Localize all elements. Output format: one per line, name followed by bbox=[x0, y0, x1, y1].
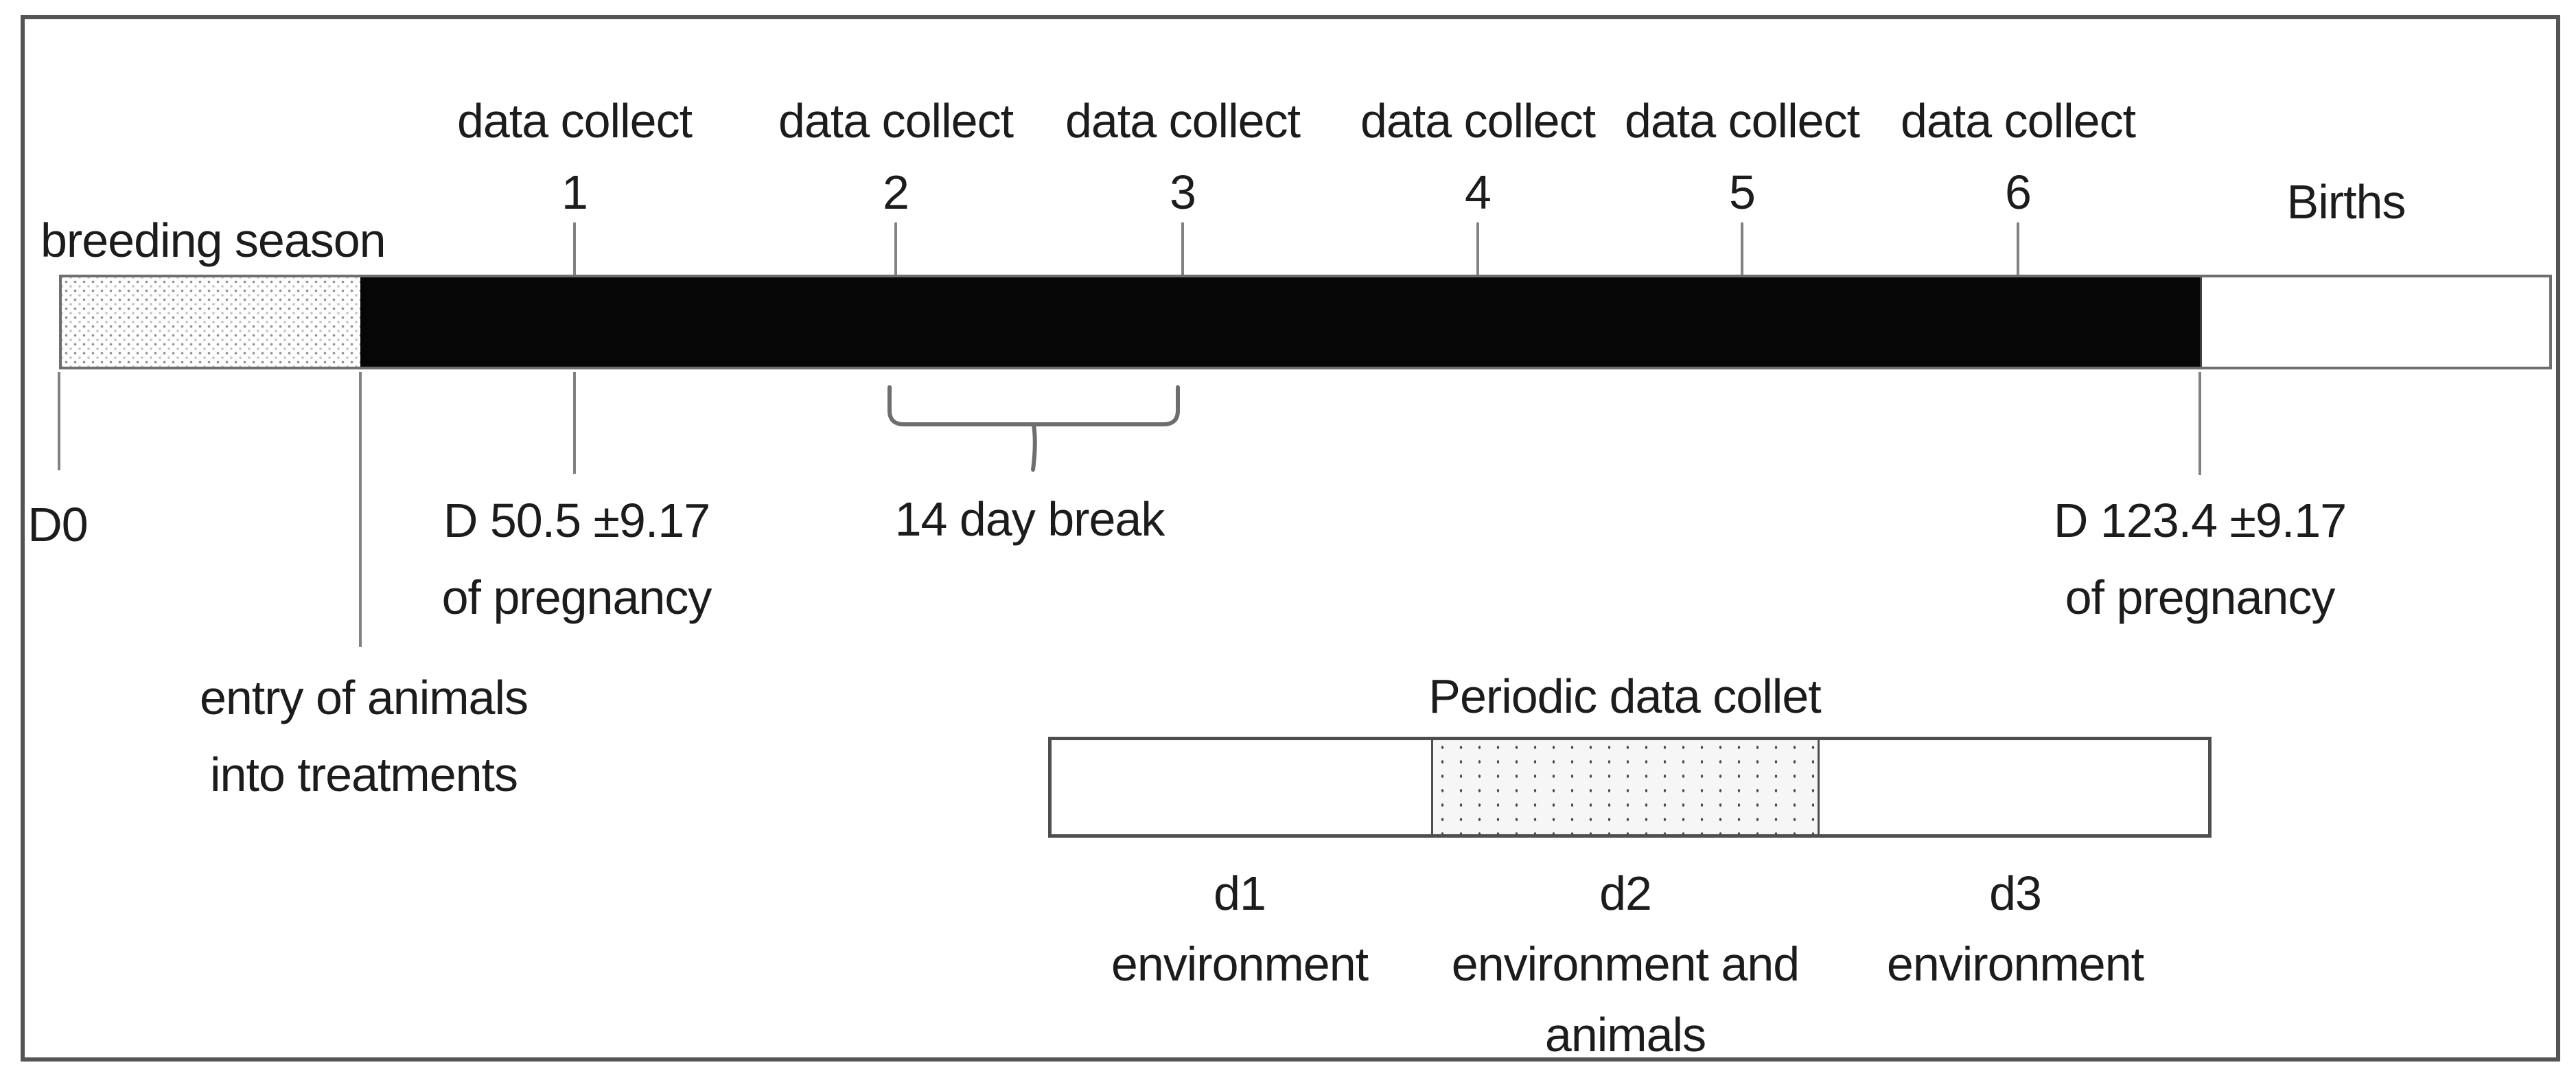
tick-collect-5 bbox=[1741, 222, 1743, 275]
break-text: 14 day break bbox=[894, 492, 1165, 546]
d1-line2: environment bbox=[1111, 937, 1369, 991]
data-collect-label-6: data collect 6 bbox=[1881, 85, 2155, 228]
periodic-bar bbox=[1048, 737, 2212, 838]
breeding-season-text: breeding season bbox=[40, 214, 386, 267]
periodic-title: Periodic data collet bbox=[1419, 661, 1831, 732]
d1-segment bbox=[1052, 740, 1431, 834]
data-collect-label-4: data collect 4 bbox=[1341, 85, 1615, 228]
data-collect-text: data collect bbox=[1065, 94, 1301, 148]
tick-collect-6 bbox=[2017, 222, 2019, 275]
data-collect-label-2: data collect 2 bbox=[758, 85, 1033, 228]
data-collect-text: data collect bbox=[778, 94, 1014, 148]
d2-line2: environment and bbox=[1451, 937, 1800, 991]
d3-line1: d3 bbox=[1989, 867, 2042, 920]
breeding-season-label: breeding season bbox=[40, 205, 386, 276]
periodic-title-text: Periodic data collet bbox=[1428, 669, 1821, 723]
data-collect-label-1: data collect 1 bbox=[437, 85, 712, 228]
break-label: 14 day break bbox=[858, 483, 1201, 555]
d3-segment bbox=[1820, 740, 2208, 834]
d0-label: D0 bbox=[16, 489, 99, 560]
data-collect-number: 1 bbox=[561, 165, 588, 219]
d0-text: D0 bbox=[27, 498, 88, 551]
entry-line1: entry of animals bbox=[199, 671, 529, 724]
pregnancy-start-line2: of pregnancy bbox=[441, 571, 712, 624]
tick-pregnancy-start bbox=[573, 372, 576, 474]
data-collect-number: 4 bbox=[1465, 165, 1492, 219]
data-collect-label-5: data collect 5 bbox=[1605, 85, 1879, 228]
d2-line3: animals bbox=[1544, 1008, 1706, 1062]
data-collect-number: 2 bbox=[883, 165, 909, 219]
data-collect-text: data collect bbox=[1624, 94, 1860, 148]
tick-pregnancy-end bbox=[2198, 372, 2201, 475]
pregnancy-end-line1: D 123.4 ±9.17 bbox=[2053, 494, 2347, 547]
pregnancy-end-label: D 123.4 ±9.17 of pregnancy bbox=[1994, 482, 2406, 636]
data-collect-number: 3 bbox=[1170, 165, 1196, 219]
d2-segment bbox=[1431, 740, 1820, 834]
births-segment bbox=[2200, 277, 2549, 367]
d1-label: d1 environment bbox=[1068, 858, 1411, 1000]
data-collect-text: data collect bbox=[1900, 94, 2136, 148]
break-brace-icon bbox=[887, 385, 1180, 472]
pregnancy-start-label: D 50.5 ±9.17 of pregnancy bbox=[371, 482, 782, 636]
tick-entry-of-animals bbox=[359, 372, 362, 647]
births-text: Births bbox=[2286, 175, 2406, 229]
d2-label: d2 environment and animals bbox=[1419, 858, 1831, 1070]
entry-label: entry of animals into treatments bbox=[158, 659, 570, 813]
entry-line2: into treatments bbox=[210, 748, 518, 801]
breeding-season-segment bbox=[62, 277, 360, 367]
data-collect-text: data collect bbox=[1360, 94, 1596, 148]
d3-label: d3 environment bbox=[1844, 858, 2187, 1000]
tick-collect-3 bbox=[1181, 222, 1184, 275]
pregnancy-segment bbox=[360, 277, 2200, 367]
data-collect-number: 5 bbox=[1729, 165, 1756, 219]
tick-collect-4 bbox=[1476, 222, 1479, 275]
main-timeline-bar bbox=[59, 275, 2552, 369]
tick-d0 bbox=[58, 372, 60, 470]
data-collect-text: data collect bbox=[456, 94, 693, 148]
d2-line1: d2 bbox=[1599, 867, 1652, 920]
tick-collect-1 bbox=[573, 222, 576, 275]
data-collect-number: 6 bbox=[2005, 165, 2032, 219]
pregnancy-start-line1: D 50.5 ±9.17 bbox=[443, 494, 710, 547]
d3-line2: environment bbox=[1886, 937, 2144, 991]
pregnancy-end-line2: of pregnancy bbox=[2065, 571, 2336, 624]
tick-collect-2 bbox=[894, 222, 897, 275]
figure-frame bbox=[21, 15, 2560, 1062]
d1-line1: d1 bbox=[1214, 867, 1266, 920]
data-collect-label-3: data collect 3 bbox=[1045, 85, 1320, 228]
births-label: Births bbox=[2209, 166, 2483, 238]
